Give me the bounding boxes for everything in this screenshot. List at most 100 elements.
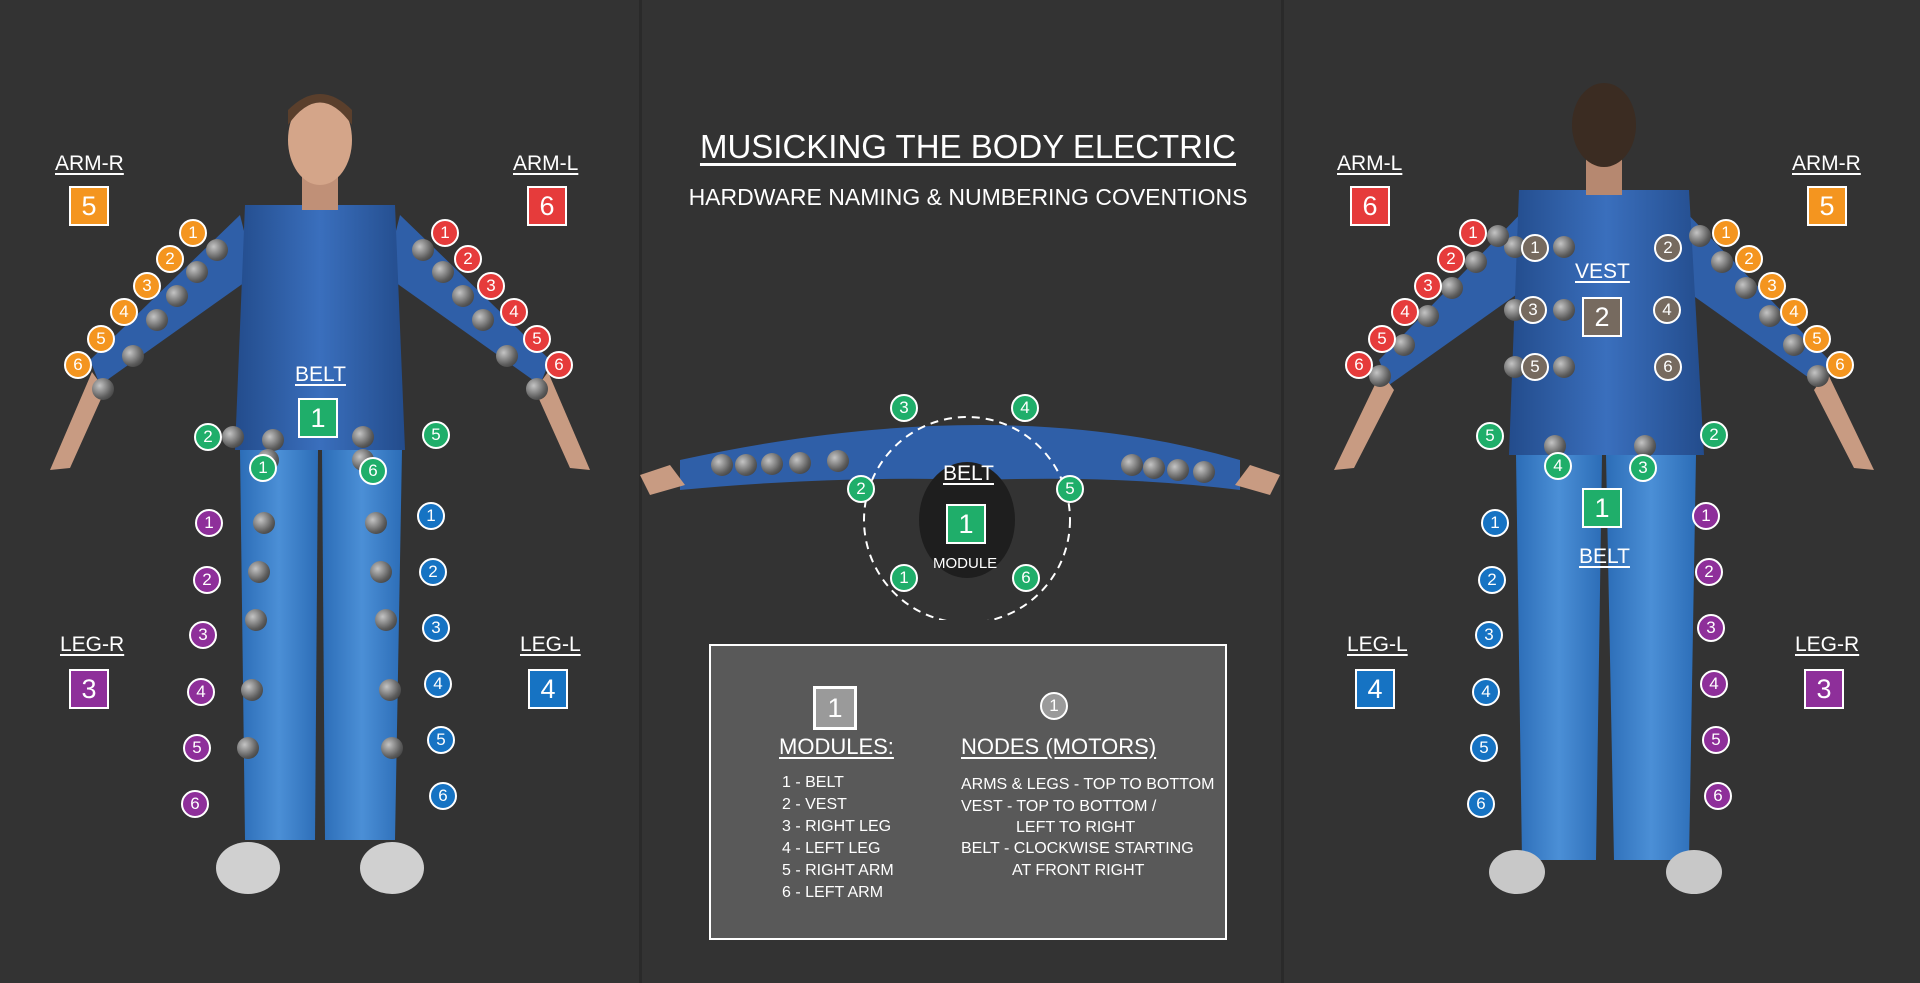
back-leg-l-node: 6 <box>1467 790 1495 818</box>
legend-module-item: 1 - BELT <box>782 774 844 791</box>
front-belt-node: 2 <box>194 423 222 451</box>
panel-divider-right <box>1281 0 1284 983</box>
front-leg-l-node: 3 <box>422 614 450 642</box>
page-title: MUSICKING THE BODY ELECTRIC <box>699 128 1237 165</box>
front-leg-l-label: LEG-L <box>520 633 581 656</box>
back-leg-r-node: 2 <box>1695 558 1723 586</box>
front-belt-node: 6 <box>359 457 387 485</box>
back-belt-node: 2 <box>1700 421 1728 449</box>
front-head <box>288 95 352 185</box>
front-arm-l-node: 2 <box>454 245 482 273</box>
front-leg-r-label: LEG-R <box>60 633 125 656</box>
back-leg-r-node: 6 <box>1704 782 1732 810</box>
back-arm-l-label: ARM-L <box>1337 152 1403 175</box>
top-view-belt-node: 3 <box>890 394 918 422</box>
back-leg-r-module: 3 <box>1804 669 1844 709</box>
front-arm-l-node: 6 <box>545 351 573 379</box>
back-vest-node: 5 <box>1521 353 1549 381</box>
back-arm-r-node: 5 <box>1803 325 1831 353</box>
legend-box: 1 1 MODULES: NODES (MOTORS) 1 - BELT 2 -… <box>709 644 1227 940</box>
front-arm-l-node: 3 <box>477 272 505 300</box>
front-leg-r-node: 1 <box>195 509 223 537</box>
back-leg-r-node: 4 <box>1700 670 1728 698</box>
front-leg-l-node: 5 <box>427 726 455 754</box>
top-view-belt-label: BELT <box>943 462 994 485</box>
legend-node-rule: AT FRONT RIGHT <box>1012 862 1145 879</box>
legend-node-rule: ARMS & LEGS - TOP TO BOTTOM <box>961 776 1215 793</box>
back-leg-r-label: LEG-R <box>1795 633 1860 656</box>
legend-node-rule: LEFT TO RIGHT <box>1016 819 1136 836</box>
front-arm-l-label: ARM-L <box>513 152 579 175</box>
legend-nodes-heading: NODES (MOTORS) <box>961 734 1157 759</box>
back-arm-r-node: 4 <box>1780 298 1808 326</box>
top-view-belt-node: 5 <box>1056 475 1084 503</box>
front-belt-node: 5 <box>422 421 450 449</box>
top-view-belt-node: 4 <box>1011 394 1039 422</box>
legend-module-item: 3 - RIGHT LEG <box>782 818 892 835</box>
legend-module-item: 2 - VEST <box>782 796 847 813</box>
back-arm-l-node: 3 <box>1414 272 1442 300</box>
back-belt-module: 1 <box>1582 488 1622 528</box>
front-figure-illustration <box>50 94 590 894</box>
back-arm-r-node: 1 <box>1712 219 1740 247</box>
front-leg-r-node: 6 <box>181 790 209 818</box>
back-arm-l-node: 4 <box>1391 298 1419 326</box>
front-belt-label: BELT <box>295 363 346 386</box>
back-vest-node: 6 <box>1654 353 1682 381</box>
front-leg-l-node: 4 <box>424 670 452 698</box>
front-arm-r-node: 3 <box>133 272 161 300</box>
front-leg-r-module: 3 <box>69 669 109 709</box>
legend-node-sample: 1 <box>1040 692 1068 720</box>
back-arm-r-label: ARM-R <box>1792 152 1861 175</box>
front-arm-r-node: 5 <box>87 325 115 353</box>
back-leg-l-label: LEG-L <box>1347 633 1408 656</box>
back-arm-r-module: 5 <box>1807 186 1847 226</box>
front-left-leg <box>322 450 402 840</box>
back-belt-node: 3 <box>1629 454 1657 482</box>
back-arm-r-node: 2 <box>1735 245 1763 273</box>
front-arm-r-node: 2 <box>156 245 184 273</box>
front-leg-l-node: 6 <box>429 782 457 810</box>
back-leg-r-node: 1 <box>1692 502 1720 530</box>
back-leg-l-node: 5 <box>1470 734 1498 762</box>
legend-module-sample: 1 <box>813 686 857 730</box>
front-arm-r-label: ARM-R <box>55 152 124 175</box>
back-vest-label: VEST <box>1575 260 1630 283</box>
back-leg-l-node: 1 <box>1481 509 1509 537</box>
back-head <box>1572 83 1636 167</box>
top-view-belt-module: 1 <box>946 504 986 544</box>
back-vest-node: 1 <box>1521 234 1549 262</box>
front-belt-node: 1 <box>249 454 277 482</box>
front-arm-r-node: 6 <box>64 351 92 379</box>
back-leg-l-node: 4 <box>1472 678 1500 706</box>
back-leg-l-node: 2 <box>1478 566 1506 594</box>
front-arm-l-node: 5 <box>523 325 551 353</box>
front-arm-r-node: 4 <box>110 298 138 326</box>
back-arm-l-node: 1 <box>1459 219 1487 247</box>
back-arm-r-node: 3 <box>1758 272 1786 300</box>
front-leg-r-node: 3 <box>189 621 217 649</box>
front-right-leg <box>240 450 318 840</box>
back-leg-l-node: 3 <box>1475 621 1503 649</box>
top-view-module-caption: MODULE <box>933 555 998 572</box>
back-vest-node: 3 <box>1519 296 1547 324</box>
legend-module-item: 6 - LEFT ARM <box>782 884 884 901</box>
front-right-hand <box>50 372 105 470</box>
back-arm-l-node: 6 <box>1345 351 1373 379</box>
front-arm-l-node: 1 <box>431 219 459 247</box>
legend-node-rule: BELT - CLOCKWISE STARTING <box>961 840 1194 857</box>
back-belt-node: 5 <box>1476 422 1504 450</box>
legend-modules-heading: MODULES: <box>779 734 894 759</box>
back-arm-l-node: 2 <box>1437 245 1465 273</box>
legend-node-rule: VEST - TOP TO BOTTOM / <box>961 798 1157 815</box>
back-leg-r-node: 3 <box>1697 614 1725 642</box>
top-view-illustration <box>640 416 1280 620</box>
front-leg-r-node: 4 <box>187 678 215 706</box>
back-arm-l-module: 6 <box>1350 186 1390 226</box>
front-arm-l-module: 6 <box>527 186 567 226</box>
back-arm-l-node: 5 <box>1368 325 1396 353</box>
front-leg-l-module: 4 <box>528 669 568 709</box>
back-vest-node: 2 <box>1654 234 1682 262</box>
legend-module-item: 4 - LEFT LEG <box>782 840 881 857</box>
